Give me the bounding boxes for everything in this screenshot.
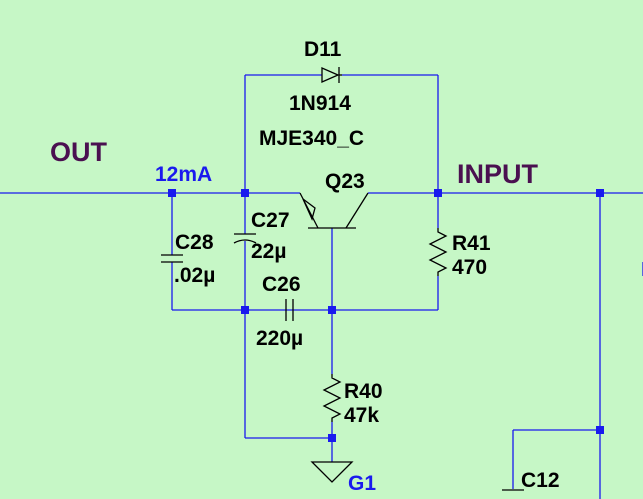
c28-ref: C28 bbox=[175, 231, 214, 254]
r41-value: 470 bbox=[452, 256, 487, 279]
transistor-q23-emitter-arrow bbox=[302, 198, 316, 221]
r41-ref: R41 bbox=[452, 232, 491, 255]
capacitor-c28-symbol bbox=[161, 254, 183, 263]
diode-d11-symbol bbox=[321, 67, 342, 83]
resistor-r41-symbol bbox=[428, 228, 448, 276]
net-label-out: OUT bbox=[50, 137, 108, 167]
wires bbox=[0, 74, 643, 499]
node-c27-bottom bbox=[241, 306, 249, 314]
c12-ref: C12 bbox=[521, 469, 560, 492]
node-r40-bottom bbox=[328, 434, 336, 442]
c26-ref: C26 bbox=[262, 273, 301, 296]
transistor-q23-symbol bbox=[299, 192, 369, 229]
q23-model: MJE340_C bbox=[259, 127, 364, 150]
node-c12 bbox=[596, 426, 604, 434]
resistor-r40-symbol bbox=[322, 374, 342, 422]
c26-value: 220µ bbox=[256, 327, 303, 350]
c28-value: .02µ bbox=[174, 264, 215, 287]
d11-ref: D11 bbox=[304, 38, 342, 61]
c27-value: 22µ bbox=[251, 240, 286, 263]
c27-ref: C27 bbox=[251, 209, 290, 232]
capacitor-c27-plate-bottom bbox=[233, 239, 257, 244]
ground-g1-symbol bbox=[310, 461, 354, 483]
current-annotation: 12mA bbox=[155, 163, 212, 186]
resistor-r40-zigzag bbox=[322, 374, 342, 422]
ground-g1-triangle bbox=[310, 461, 354, 483]
junction-nodes bbox=[168, 189, 604, 442]
r40-value: 47k bbox=[344, 404, 379, 427]
node-d11-right bbox=[434, 189, 442, 197]
transistor-q23-emitter-lead bbox=[299, 192, 319, 229]
ground-label-g1: G1 bbox=[348, 472, 376, 495]
q23-ref: Q23 bbox=[325, 170, 365, 193]
diode-d11-triangle bbox=[321, 67, 340, 83]
capacitor-c26-symbol bbox=[285, 299, 294, 321]
capacitor-c27-symbol bbox=[233, 233, 257, 244]
d11-value: 1N914 bbox=[289, 92, 351, 115]
node-input-right bbox=[596, 189, 604, 197]
node-q23-base bbox=[328, 306, 336, 314]
transistor-q23-collector-lead bbox=[345, 192, 369, 229]
node-out-c28 bbox=[168, 189, 176, 197]
r40-ref: R40 bbox=[344, 380, 383, 403]
node-d11-left bbox=[241, 189, 249, 197]
resistor-r41-zigzag bbox=[428, 228, 448, 276]
net-label-input: INPUT bbox=[457, 159, 539, 189]
